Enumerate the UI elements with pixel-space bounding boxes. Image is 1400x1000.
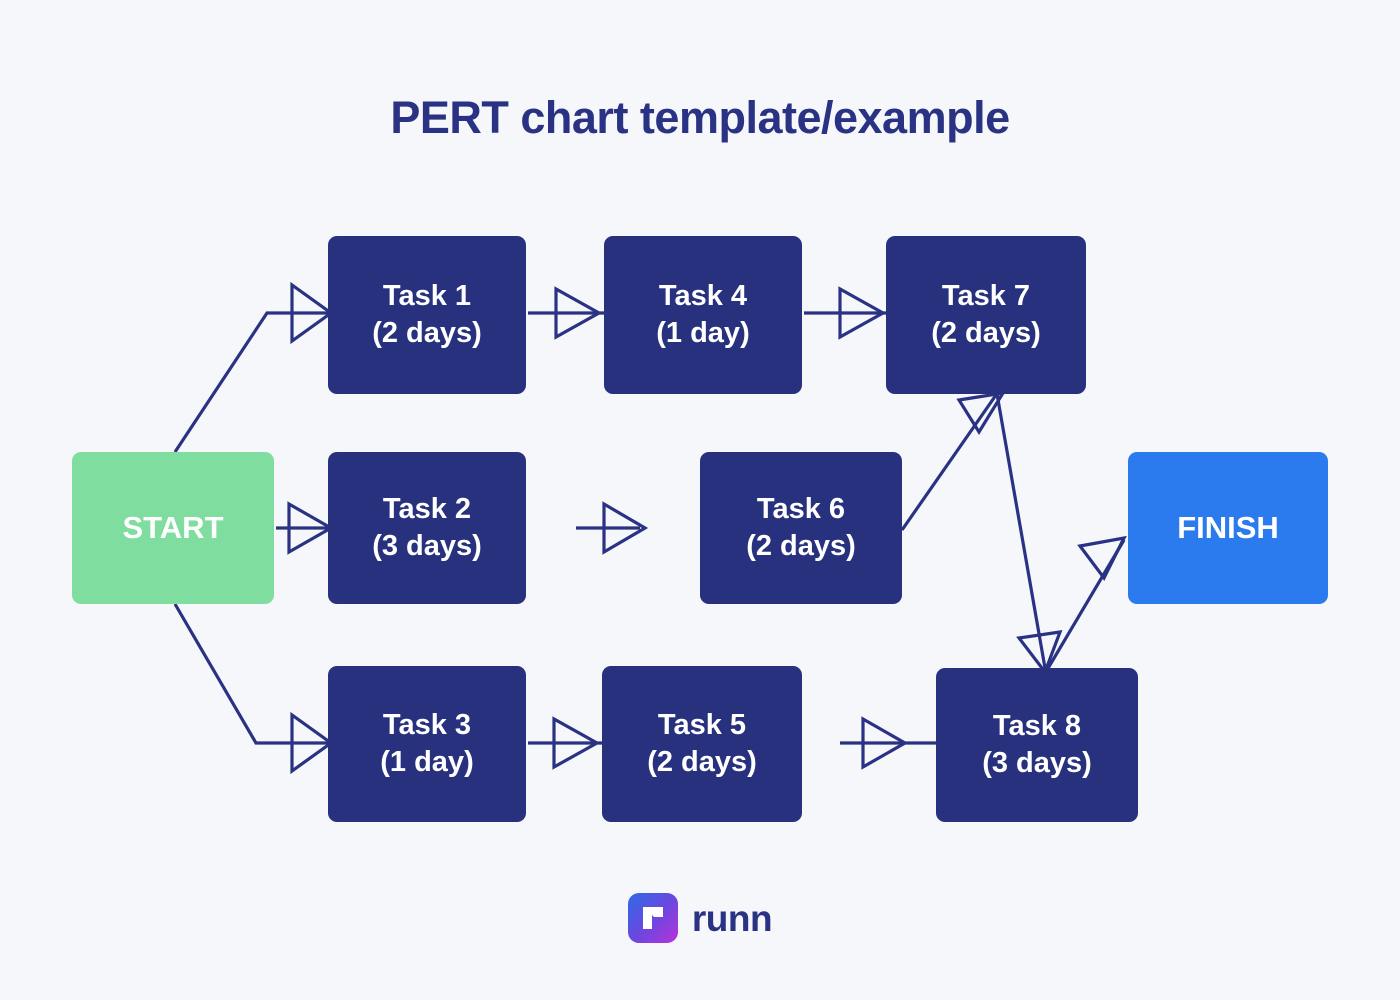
edge-start-to-task2	[276, 501, 335, 555]
node-task4-duration: (1 day)	[656, 317, 750, 349]
runn-logo-mark-icon	[627, 893, 678, 943]
node-task3-duration: (1 day)	[380, 746, 474, 778]
node-task2-duration: (3 days)	[372, 530, 482, 562]
node-task8[interactable]: Task 8 (3 days)	[936, 668, 1138, 822]
node-task4[interactable]: Task 4 (1 day)	[604, 236, 802, 394]
edge-task7-to-task8	[995, 393, 1063, 676]
edge-task4-to-task7	[804, 286, 887, 340]
node-task1-name: Task 1	[382, 280, 472, 313]
edge-start-to-task1	[173, 281, 334, 453]
node-task1[interactable]: Task 1 (2 days)	[328, 236, 526, 394]
node-task2[interactable]: Task 2 (3 days)	[328, 452, 526, 604]
page-title: PERT chart template/example	[390, 92, 1010, 143]
node-task6[interactable]: Task 6 (2 days)	[700, 452, 902, 604]
node-task2-name: Task 2	[382, 493, 472, 526]
node-finish-label: FINISH	[1177, 510, 1279, 546]
node-start[interactable]: START	[72, 452, 274, 604]
node-task7-duration: (2 days)	[931, 317, 1041, 349]
node-task7-name: Task 7	[941, 280, 1031, 313]
node-task3[interactable]: Task 3 (1 day)	[328, 666, 526, 822]
node-task7[interactable]: Task 7 (2 days)	[886, 236, 1086, 394]
edge-task3-to-task5	[528, 716, 602, 770]
node-start-label: START	[122, 510, 224, 546]
runn-wordmark: runn	[691, 897, 773, 939]
node-task8-duration: (3 days)	[982, 747, 1092, 779]
node-task5-name: Task 5	[657, 709, 747, 742]
brand-logo: runn	[0, 893, 1400, 943]
node-task5[interactable]: Task 5 (2 days)	[602, 666, 802, 822]
edge-task2-to-task6	[576, 501, 649, 555]
edge-task8-to-finish	[1045, 535, 1127, 671]
edge-task1-to-task4	[528, 286, 604, 340]
edge-start-to-task3	[173, 603, 334, 775]
node-task6-name: Task 6	[756, 493, 846, 526]
edge-task5-to-task8	[840, 716, 936, 770]
edge-task6-to-task7	[900, 390, 1007, 531]
node-task1-duration: (2 days)	[372, 317, 482, 349]
node-task5-duration: (2 days)	[647, 746, 757, 778]
node-task4-name: Task 4	[658, 280, 748, 313]
node-finish[interactable]: FINISH	[1128, 452, 1328, 604]
node-task6-duration: (2 days)	[746, 530, 856, 562]
node-task8-name: Task 8	[992, 710, 1082, 743]
node-task3-name: Task 3	[382, 709, 472, 742]
